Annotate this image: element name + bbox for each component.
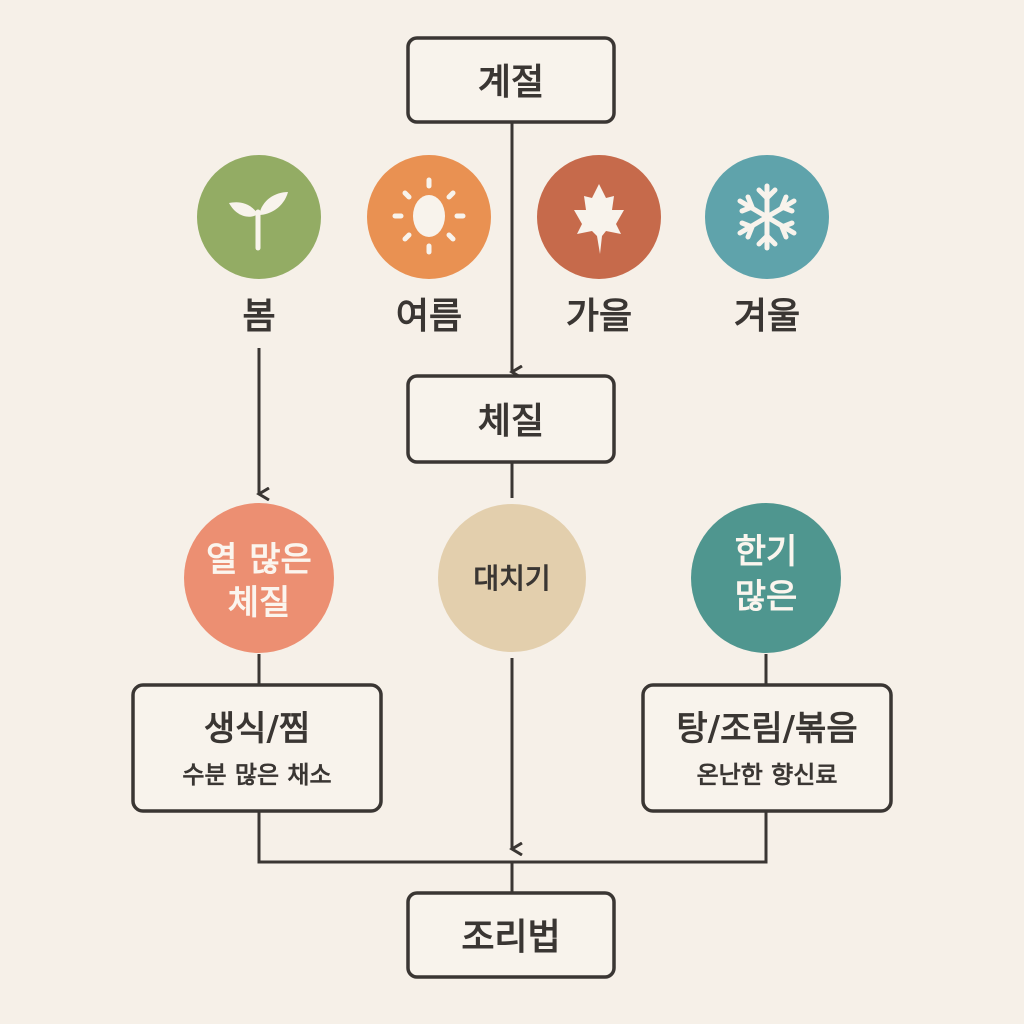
sprout-icon	[229, 192, 288, 251]
season-summer: 여름	[367, 155, 491, 337]
method-subtitle: 수분 많은 채소	[182, 761, 331, 789]
sun-icon	[392, 177, 466, 255]
type-hot: 열 많은 체질	[184, 503, 334, 653]
type-label-line2: 체질	[228, 583, 291, 623]
type-middle: 대치기	[438, 504, 586, 652]
maple-leaf-icon	[574, 184, 624, 254]
type-label-line1: 대치기	[473, 562, 550, 595]
constitution-node: 체질	[406, 374, 616, 464]
season-label: 봄	[242, 296, 275, 337]
type-cold: 한기 많은	[691, 503, 841, 653]
season-label: 여름	[396, 296, 462, 337]
snowflake-icon	[737, 183, 797, 251]
constitution-label: 체질	[478, 401, 544, 442]
type-label-line1: 열 많은	[206, 540, 312, 580]
season-winter: 겨울	[705, 155, 829, 337]
season-label: 가을	[566, 296, 632, 337]
season-node: 계절	[406, 36, 616, 124]
method-subtitle: 온난한 향신료	[697, 761, 838, 789]
season-label: 겨울	[734, 296, 800, 337]
recipe-node: 조리법	[406, 891, 616, 979]
method-node-right: 탕/조림/볶음 온난한 향신료	[641, 683, 893, 813]
type-label-line1: 한기	[735, 532, 798, 572]
season-autumn: 가을	[537, 155, 661, 337]
recipe-label: 조리법	[461, 917, 560, 958]
season-spring: 봄	[197, 155, 321, 337]
method-title: 탕/조림/볶음	[676, 709, 857, 749]
method-title: 생식/찜	[204, 709, 310, 749]
type-label-line2: 많은	[735, 577, 798, 617]
season-label: 계절	[478, 62, 544, 103]
method-node-left: 생식/찜 수분 많은 채소	[131, 683, 383, 813]
